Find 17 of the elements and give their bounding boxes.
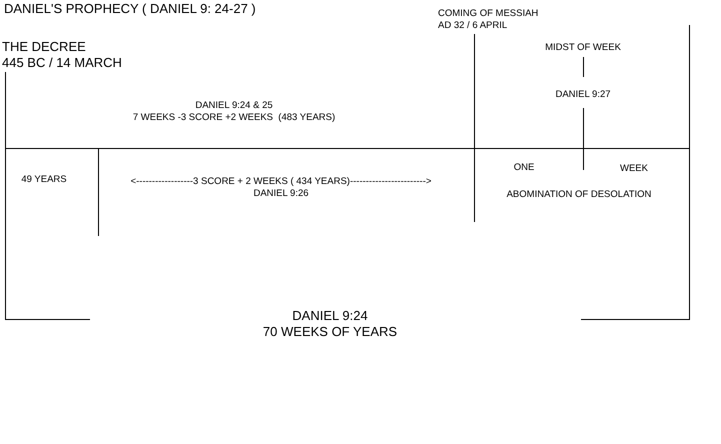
reference-label: DANIEL 9:27: [555, 90, 611, 101]
event-label: ABOMINATION OF DESOLATION: [506, 190, 652, 201]
reference-label: DANIEL 9:24 & 25: [195, 101, 273, 112]
event-label: MIDST OF WEEK: [545, 43, 621, 54]
event-label: COMING OF MESSIAH: [438, 9, 538, 20]
period-label: 49 YEARS: [21, 175, 67, 186]
period-label: ONE: [514, 163, 534, 174]
date-label: 445 BC / 14 MARCH: [2, 56, 122, 71]
date-label: AD 32 / 6 APRIL: [438, 21, 508, 32]
period-label: WEEK: [620, 164, 648, 175]
period-label: 70 WEEKS OF YEARS: [262, 325, 398, 340]
diagram-title: DANIEL'S PROPHECY ( DANIEL 9: 24-27 ): [4, 2, 256, 17]
event-label: THE DECREE: [2, 40, 86, 55]
reference-label: DANIEL 9:24: [292, 309, 368, 324]
period-label: 7 WEEKS -3 SCORE +2 WEEKS (483 YEARS): [132, 113, 336, 124]
reference-label: DANIEL 9:26: [253, 189, 309, 200]
period-label: <------------------3 SCORE + 2 WEEKS ( 434 YEARS)------------------------>: [130, 177, 432, 188]
